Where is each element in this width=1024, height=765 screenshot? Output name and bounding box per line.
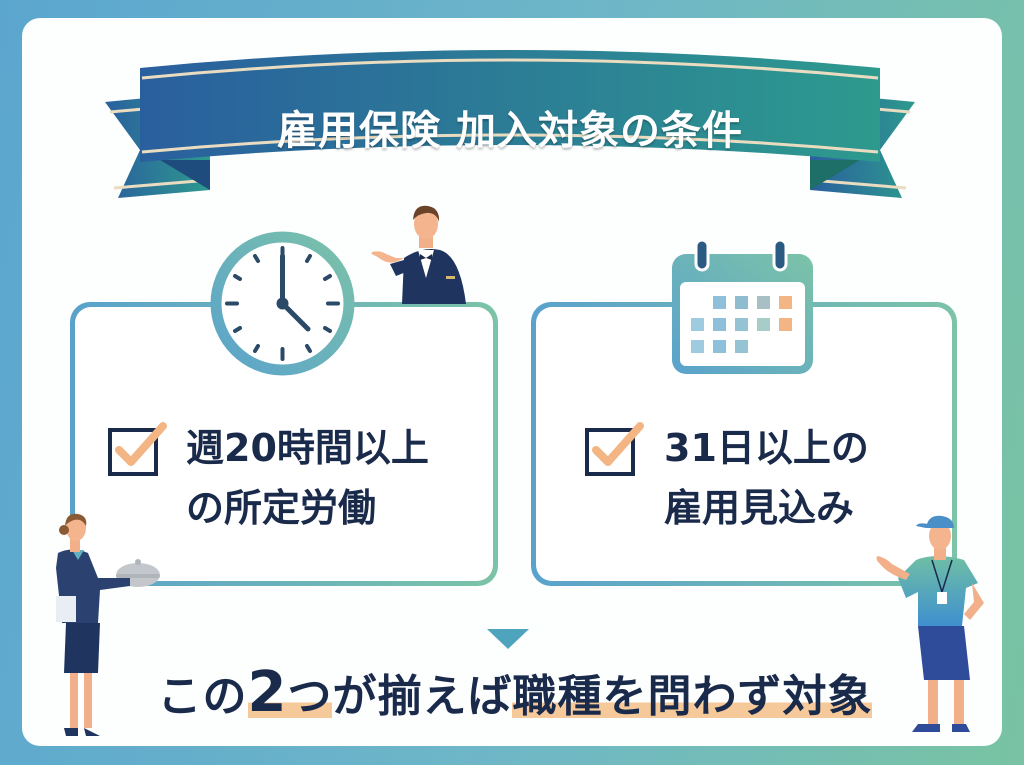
summary-highlight-count: 2つ [247, 660, 333, 725]
summary-part1: この [157, 671, 248, 722]
waitress-figure [38, 508, 168, 747]
banner-title: 雇用保険 加入対象の条件 [277, 108, 743, 154]
clock-icon [205, 226, 360, 385]
summary-text: この2つが揃えば職種を問わず対象 [140, 660, 890, 725]
condition-hours-line1: 週20時間以上 [186, 426, 429, 470]
checkbox-checked-icon [107, 420, 169, 482]
ribbon-icon [105, 50, 915, 198]
down-arrow-icon [487, 629, 529, 649]
summary-highlight-target: 職種を問わず対象 [512, 671, 873, 722]
calendar-icon [670, 236, 815, 380]
condition-employment-text: 31日以上の 雇用見込み [664, 418, 869, 538]
checkbox-checked-icon [584, 420, 646, 482]
bellboy-figure [362, 198, 482, 308]
summary-number: 2 [247, 660, 288, 725]
condition-employment-line2: 雇用見込み [664, 486, 855, 530]
title-banner: 雇用保険 加入対象の条件 [100, 40, 920, 210]
summary-part2: つ [287, 671, 333, 722]
condition-hours-text: 週20時間以上 の所定労働 [186, 418, 429, 538]
summary-part3: が揃えば [332, 671, 513, 722]
worker-figure [866, 508, 996, 742]
condition-hours-line2: の所定労働 [186, 486, 377, 530]
condition-employment-line1: 31日以上の [664, 426, 869, 470]
